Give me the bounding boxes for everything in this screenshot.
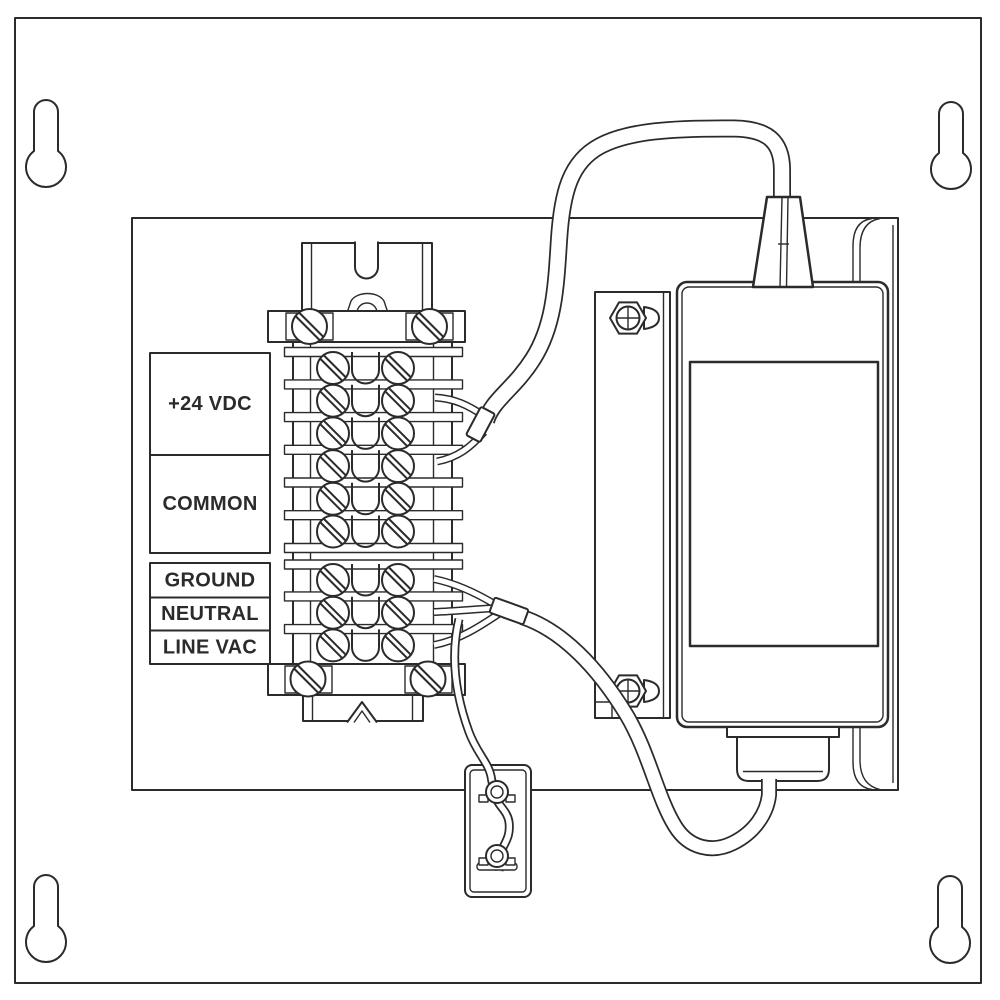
ground-wire <box>450 617 514 872</box>
bracket-screw <box>291 308 328 345</box>
cable-ferrule-top <box>465 406 496 443</box>
ac-inlet-connector <box>726 726 840 782</box>
dc-cable <box>434 119 791 466</box>
power-supply-label-area <box>688 360 880 648</box>
bracket-screw <box>289 660 327 698</box>
cable-ferrule-bottom <box>488 596 530 626</box>
power-supply <box>675 280 890 729</box>
din-rail-top <box>301 241 433 317</box>
din-rail-bottom <box>302 694 424 724</box>
power-supply-bracket <box>594 291 671 719</box>
terminal-bracket-bottom <box>267 660 466 698</box>
bracket-screw <box>409 660 447 698</box>
label-linevac: LINE VAC <box>163 637 257 659</box>
terminal-label-boxes: +24 VDC COMMON GROUND NEUTRAL LINE VAC <box>149 352 271 665</box>
bracket-screw <box>411 308 448 345</box>
cable-clamp-top <box>478 780 516 804</box>
terminal-block <box>283 341 464 665</box>
din-rail-notch-bottom <box>346 701 378 724</box>
terminal-bracket-top <box>267 308 466 345</box>
cable-clamp-bottom <box>476 844 518 871</box>
label-neutral: NEUTRAL <box>161 603 259 625</box>
label-24vdc: +24 VDC <box>168 393 252 415</box>
label-ground: GROUND <box>165 570 256 592</box>
din-rail-notch <box>354 241 379 280</box>
label-common: COMMON <box>162 493 257 515</box>
strain-relief <box>751 195 815 289</box>
ac-cable <box>488 596 777 857</box>
